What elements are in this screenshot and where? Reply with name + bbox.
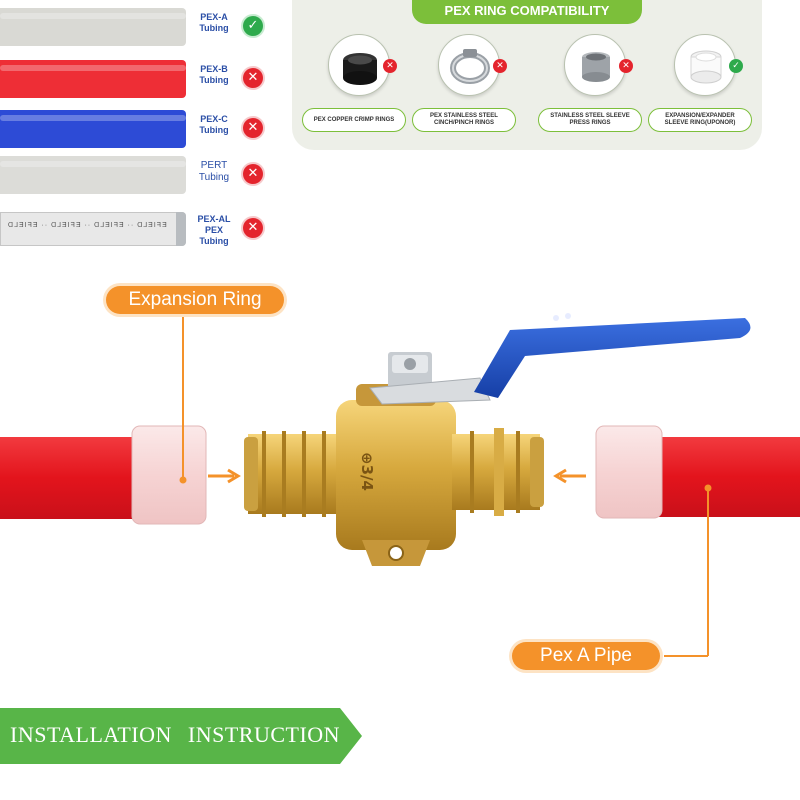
cross-icon: ✕ <box>493 59 507 73</box>
right-expansion-ring <box>595 425 663 519</box>
copper-ring-icon <box>343 53 377 85</box>
tubing-row-pex-a: PEX-A Tubing ✓ <box>0 4 270 48</box>
tubing-row-pex-c: PEX-C Tubing ✕ <box>0 106 270 150</box>
cross-icon: ✕ <box>383 59 397 73</box>
ring-image: ✕ <box>438 34 507 96</box>
leader-dot <box>704 484 712 492</box>
right-barb-fitting <box>452 428 544 516</box>
tubing-row-pert: PERT Tubing ✕ <box>0 152 270 196</box>
left-expansion-ring <box>131 425 207 525</box>
valve-body <box>336 384 456 566</box>
right-pex-pipe <box>650 437 800 517</box>
banner-shape <box>0 708 362 764</box>
valve-stem-nut <box>388 352 432 392</box>
panel-title: PEX RING COMPATIBILITY <box>412 0 642 24</box>
tubing-label: PEX-A Tubing <box>199 12 229 33</box>
ring-label: STAINLESS STEEL SLEEVE PRESS RINGS <box>538 108 642 132</box>
cinch-ring-icon <box>450 49 490 84</box>
ring-compatibility-panel: PEX RING COMPATIBILITY ✕ PEX COPPER CRIM… <box>292 0 762 150</box>
tubing-row-pex-b: PEX-B Tubing ✕ <box>0 56 270 100</box>
tubing-row-pex-al: EFIELD ·· EFIELD ·· EFIELD ·· EFIELD PEX… <box>0 206 270 250</box>
banner-text: INSTALLATION INSTRUCTION <box>10 722 341 747</box>
installation-banner: INSTALLATION INSTRUCTION <box>0 708 362 764</box>
ring-label: PEX STAINLESS STEEL CINCH/PINCH RINGS <box>412 108 516 132</box>
left-pex-pipe <box>0 437 142 519</box>
check-icon: ✓ <box>729 59 743 73</box>
tube-swatch <box>0 8 186 46</box>
tubing-label: PEX-C Tubing <box>199 114 229 135</box>
ring-image: ✓ <box>674 34 743 96</box>
sleeve-ring-icon <box>582 52 610 82</box>
valve-handle[interactable] <box>369 313 751 405</box>
tubing-label: PEX-B Tubing <box>199 64 229 85</box>
cross-icon: ✕ <box>243 118 263 138</box>
pex-a-pipe-callout: Pex A Pipe <box>512 642 660 670</box>
tube-end <box>176 212 186 246</box>
arrow-right-icon <box>208 468 241 484</box>
ring-label: EXPANSION/EXPANDER SLEEVE RING(UPONOR) <box>648 108 752 132</box>
ring-label: PEX COPPER CRIMP RINGS <box>302 108 406 132</box>
tube-swatch <box>0 60 186 98</box>
leader-dot <box>179 476 187 484</box>
left-barb-fitting <box>244 431 340 517</box>
valve-marking: ⊕3/4 <box>358 452 376 491</box>
tubing-label: PEX-AL PEX Tubing <box>197 214 231 246</box>
expansion-ring-icon <box>690 50 722 84</box>
cross-icon: ✕ <box>619 59 633 73</box>
tube-swatch: EFIELD ·· EFIELD ·· EFIELD ·· EFIELD <box>0 212 186 246</box>
cross-icon: ✕ <box>243 68 263 88</box>
check-icon: ✓ <box>243 16 263 36</box>
tubing-label: PERT Tubing <box>198 160 230 183</box>
arrow-left-icon <box>553 468 586 484</box>
cross-icon: ✕ <box>243 164 263 184</box>
ring-image: ✕ <box>564 34 633 96</box>
cross-icon: ✕ <box>243 218 263 238</box>
expansion-ring-callout: Expansion Ring <box>106 286 284 314</box>
tube-swatch <box>0 110 186 148</box>
tube-swatch <box>0 156 186 194</box>
ring-image: ✕ <box>328 34 397 96</box>
